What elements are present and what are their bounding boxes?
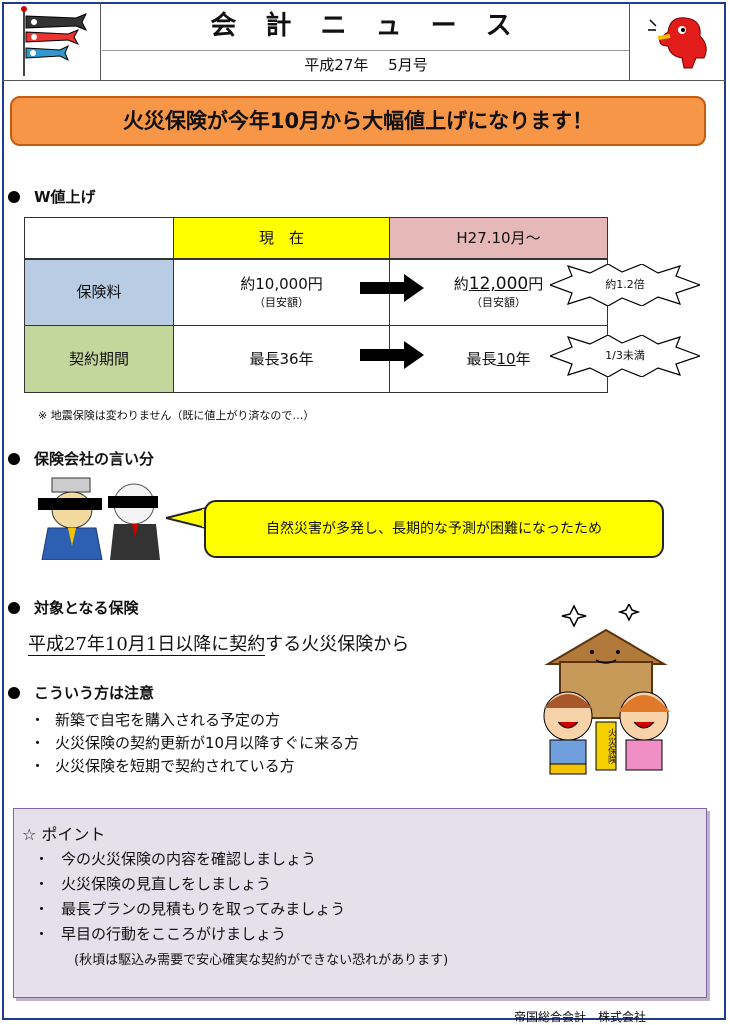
speech-bubble-tail: [165, 506, 208, 536]
target-insurance-text: 平成27年10月1日以降に契約する火災保険から: [28, 634, 410, 656]
arrow-right-icon: [360, 341, 424, 369]
arrow-right-icon: [360, 274, 424, 302]
newsletter-title: 会 計 ニ ュ ー ス: [102, 2, 630, 51]
comparison-table: 現 在 H27.10月～ 保険料 約10,000円 （目安額） 約12,000円…: [24, 217, 700, 393]
list-item: 火災保険の見直しをしましょう: [34, 872, 345, 897]
list-item: 今の火災保険の内容を確認しましょう: [34, 847, 345, 872]
list-item: 最長プランの見積もりを取ってみましょう: [34, 897, 345, 922]
table-corner-cell: [24, 217, 174, 259]
issue-date: 平成27年 5月号: [304, 56, 428, 74]
mascot-illustration: [629, 2, 726, 80]
key-points-box: ☆ ポイント 今の火災保険の内容を確認しましょう 火災保険の見直しをしましょう …: [13, 808, 707, 998]
row-label-term: 契約期間: [24, 325, 174, 393]
house-family-illustration: 火災保険: [530, 602, 690, 779]
header-current: 現 在: [173, 217, 390, 259]
term-current: 最長36年: [173, 325, 390, 393]
section-heading-w-increase: W値上げ: [8, 186, 96, 207]
bullet-dot-icon: [8, 191, 20, 203]
bullet-dot-icon: [8, 602, 20, 614]
header-future: H27.10月～: [389, 217, 608, 259]
company-name-footer: 帝国総合会計 株式会社: [514, 1010, 647, 1024]
bullet-dot-icon: [8, 453, 20, 465]
row-label-premium: 保険料: [24, 259, 174, 326]
carp-streamer-illustration: [2, 2, 101, 80]
badge-starburst-term: 1/3未満: [550, 335, 700, 377]
bullet-dot-icon: [8, 687, 20, 699]
caution-list: 新築で自宅を購入される予定の方 火災保険の契約更新が10月以降すぐに来る方 火災…: [30, 709, 359, 778]
list-item: 早目の行動をこころがけましょう: [34, 922, 345, 947]
key-points-list: 今の火災保険の内容を確認しましょう 火災保険の見直しをしましょう 最長プランの見…: [34, 847, 345, 947]
headline-banner: 火災保険が今年10月から大幅値上げになります！: [10, 96, 706, 146]
earthquake-note: ※ 地震保険は変わりません（既に値上がり済なので…）: [38, 409, 315, 422]
list-item: 新築で自宅を購入される予定の方: [30, 709, 359, 732]
section-heading-insurer-claim: 保険会社の言い分: [8, 448, 154, 469]
section-heading-caution: こういう方は注意: [8, 682, 154, 703]
insurer-characters-illustration: [34, 476, 164, 561]
premium-current: 約10,000円 （目安額）: [173, 259, 390, 326]
fire-insurance-sign: 火災保険: [606, 728, 616, 764]
key-points-title: ☆ ポイント: [22, 825, 106, 844]
list-item: 火災保険を短期で契約されている方: [30, 755, 359, 778]
key-points-note: (秋頃は駆込み需要で安心確実な契約ができない恐れがあります): [74, 953, 449, 968]
badge-starburst-premium: 約1.2倍: [550, 264, 700, 306]
speech-bubble: 自然災害が多発し、長期的な予測が困難になったため: [204, 500, 664, 558]
newsletter-header: 会 計 ニ ュ ー ス 平成27年 5月号: [2, 2, 726, 81]
list-item: 火災保険の契約更新が10月以降すぐに来る方: [30, 732, 359, 755]
section-heading-target-insurance: 対象となる保険: [8, 597, 139, 618]
